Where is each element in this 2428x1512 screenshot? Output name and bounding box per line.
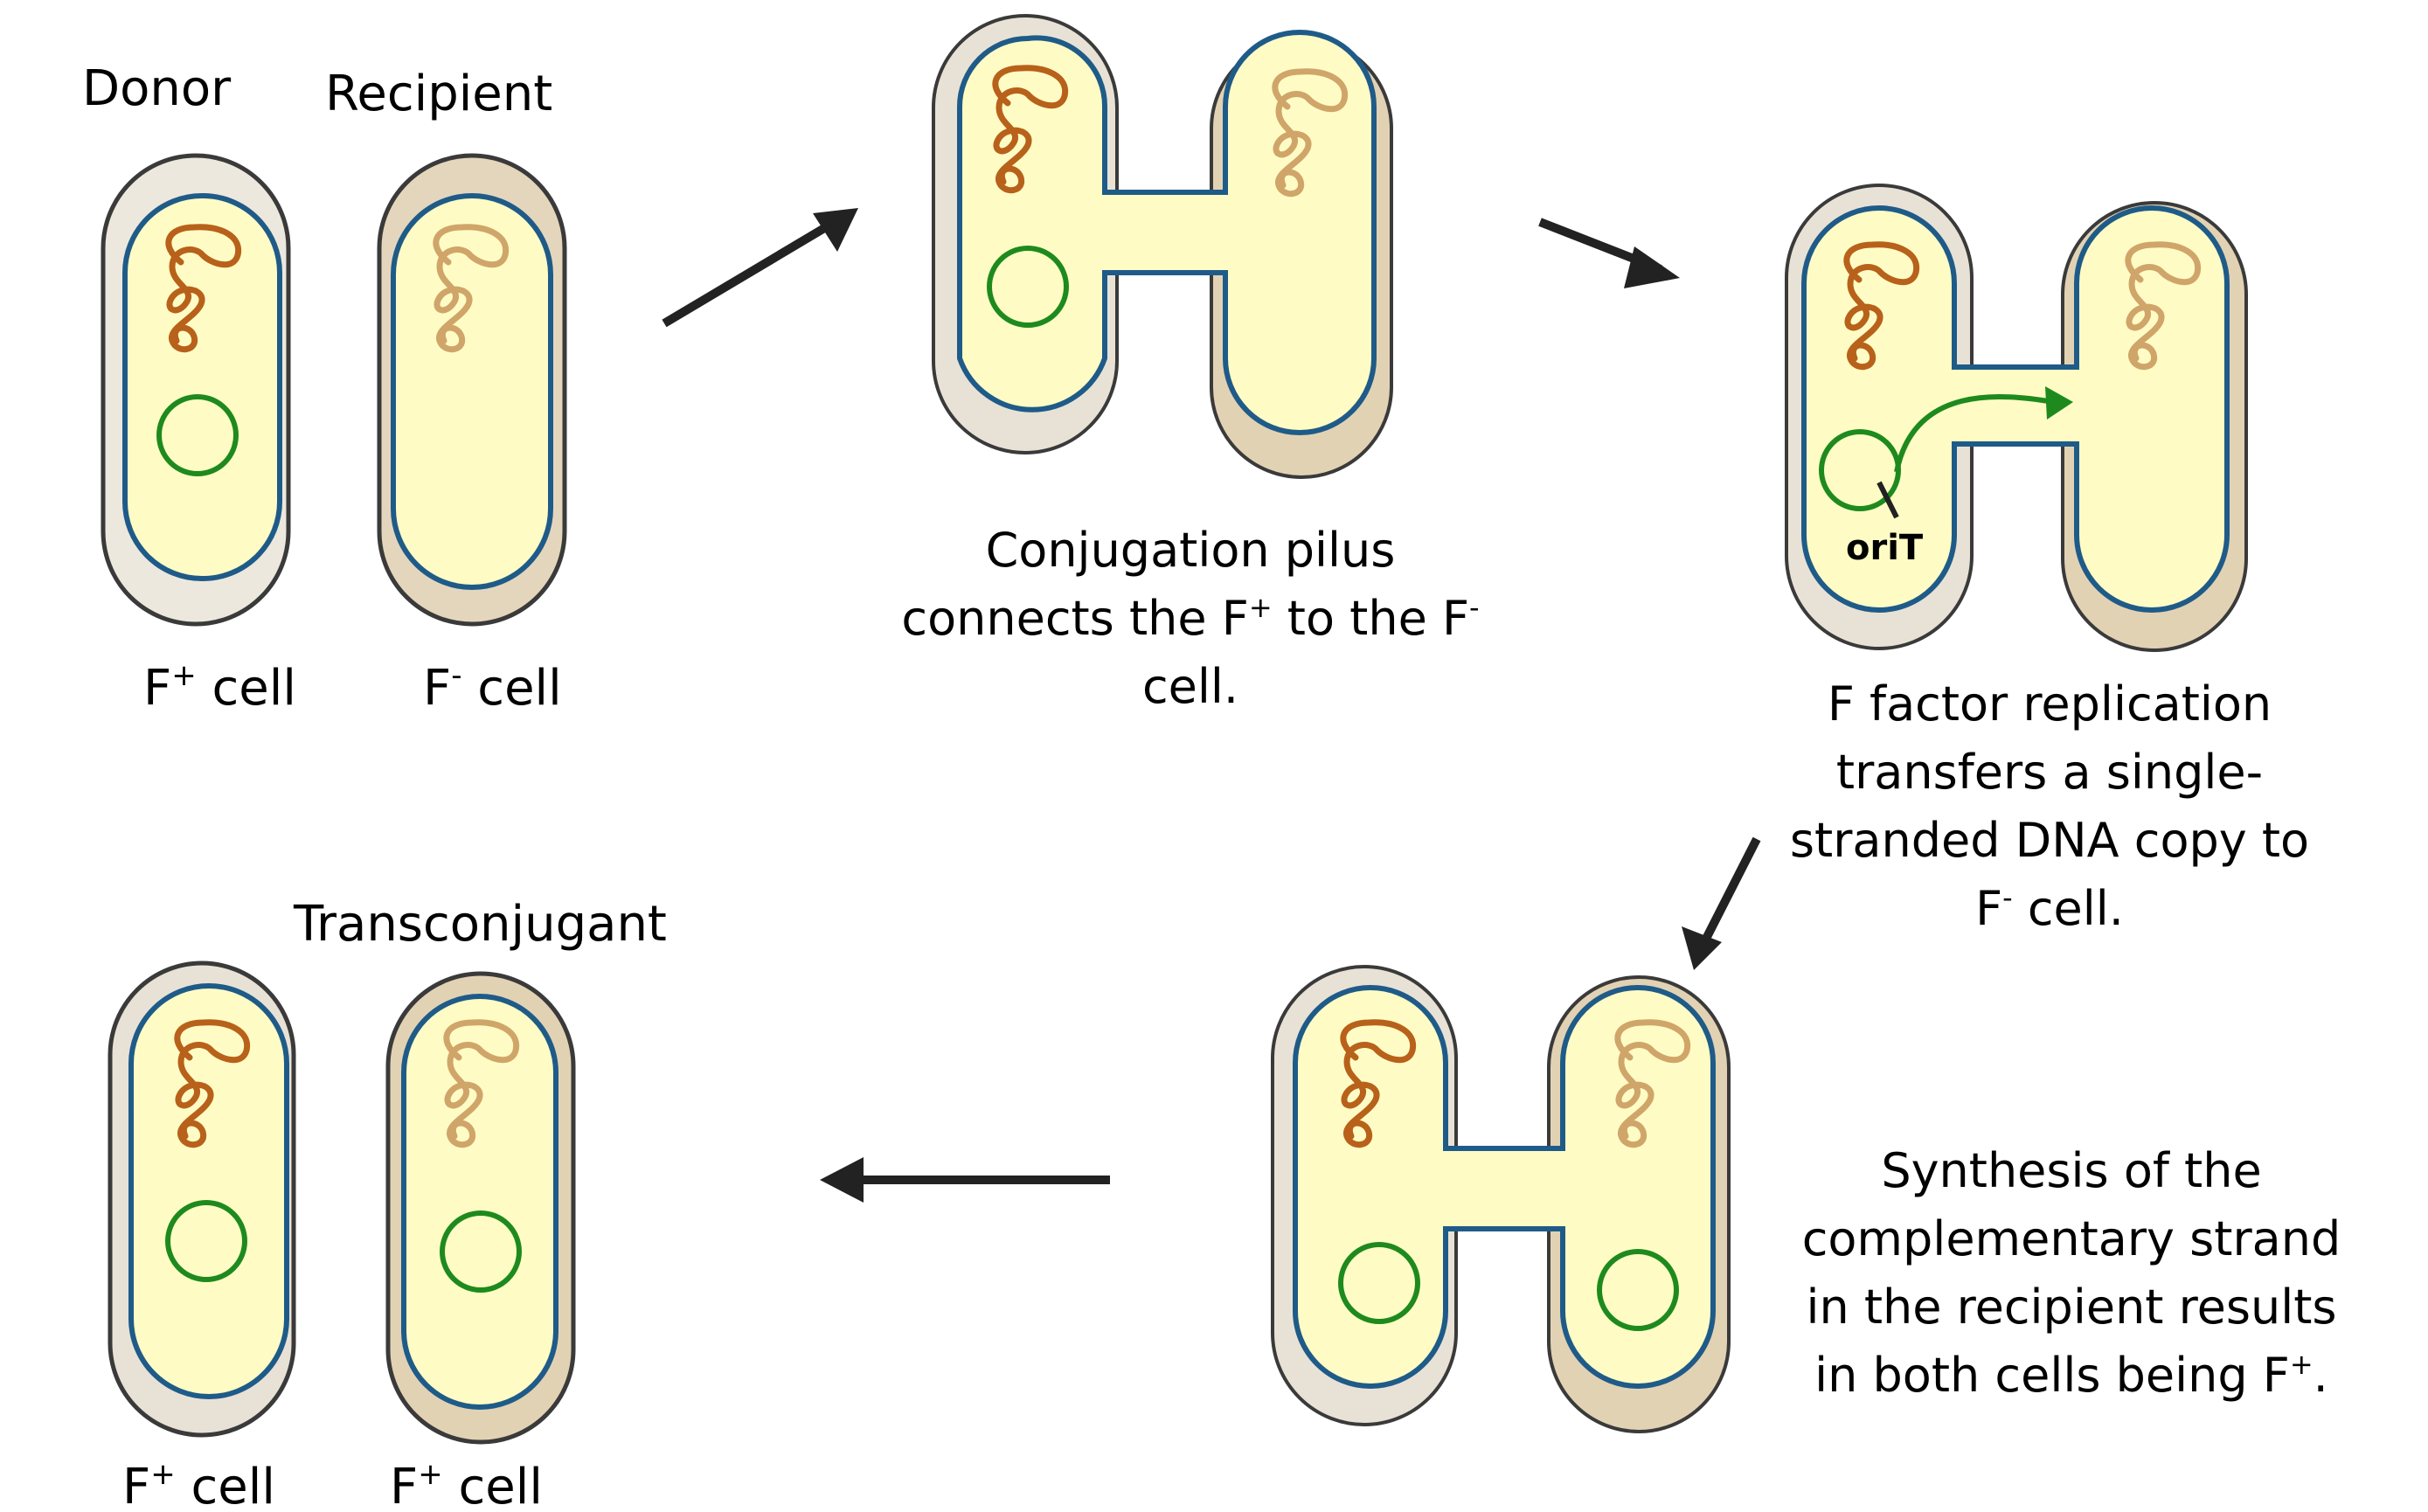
arrow-step-2 — [1538, 218, 1680, 288]
f-minus-cell-label: F- cell — [423, 658, 562, 717]
caption-3-line-1: Synthesis of the — [1881, 1143, 2261, 1198]
donor-cell-1 — [101, 153, 291, 627]
f-plasmid-4a — [1338, 1242, 1420, 1324]
caption-1-line-2: connects the F+ to the F- — [901, 591, 1479, 646]
f-plasmid-4b — [1597, 1249, 1679, 1331]
f-plasmid-final-a — [165, 1200, 247, 1282]
recipient-label: Recipient — [325, 66, 552, 122]
f-plus-cell-label-2: F+ cell — [122, 1457, 275, 1508]
orit-label: oriT — [1846, 528, 1924, 568]
fused-membrane-2 — [1801, 205, 2230, 613]
fused-membrane-3 — [1293, 984, 1716, 1389]
donor-membrane-final — [128, 983, 289, 1399]
caption-3-line-3: in the recipient results — [1806, 1280, 2336, 1335]
recipient-cell-1 — [377, 153, 567, 627]
transconjugant-membrane — [401, 994, 558, 1410]
recipient-membrane-1 — [391, 193, 553, 590]
f-plasmid-1 — [156, 394, 239, 476]
f-plus-cell-label-1: F+ cell — [143, 658, 296, 717]
f-plus-cell-label-3: F+ cell — [390, 1457, 543, 1508]
donor-cell-final — [108, 961, 296, 1438]
ssdna-arrowhead — [2045, 386, 2073, 420]
f-plasmid-2 — [987, 246, 1069, 328]
mating-pair-3 — [1271, 965, 1731, 1433]
caption-2-line-1: F factor replication — [1828, 676, 2272, 732]
ssdna-transfer-arrow — [1894, 393, 2055, 473]
caption-2-line-2: transfers a single- — [1836, 745, 2263, 800]
transconjugant-cell — [385, 971, 576, 1445]
fused-membrane-1 — [957, 30, 1377, 435]
caption-2-line-3: stranded DNA copy to — [1790, 813, 2309, 868]
arrow-step-1 — [662, 208, 858, 328]
mating-pair-1 — [932, 14, 1393, 479]
caption-3-line-2: complementary strand — [1802, 1211, 2341, 1266]
f-plasmid-final-b — [440, 1210, 522, 1293]
orit-pointer — [1876, 481, 1899, 519]
mating-pair-2: oriT — [1785, 184, 2248, 652]
donor-label: Donor — [82, 60, 232, 117]
arrow-step-4 — [820, 1157, 1110, 1203]
caption-1-line-3: cell. — [1142, 659, 1238, 714]
donor-membrane-1 — [122, 193, 282, 581]
transconjugant-label: Transconjugant — [293, 896, 667, 953]
caption-1-line-1: Conjugation pilus — [986, 523, 1396, 578]
caption-2-line-4: F- cell. — [1975, 881, 2124, 936]
arrow-step-3 — [1682, 836, 1761, 970]
caption-3-line-4: in both cells being F+. — [1814, 1348, 2328, 1403]
